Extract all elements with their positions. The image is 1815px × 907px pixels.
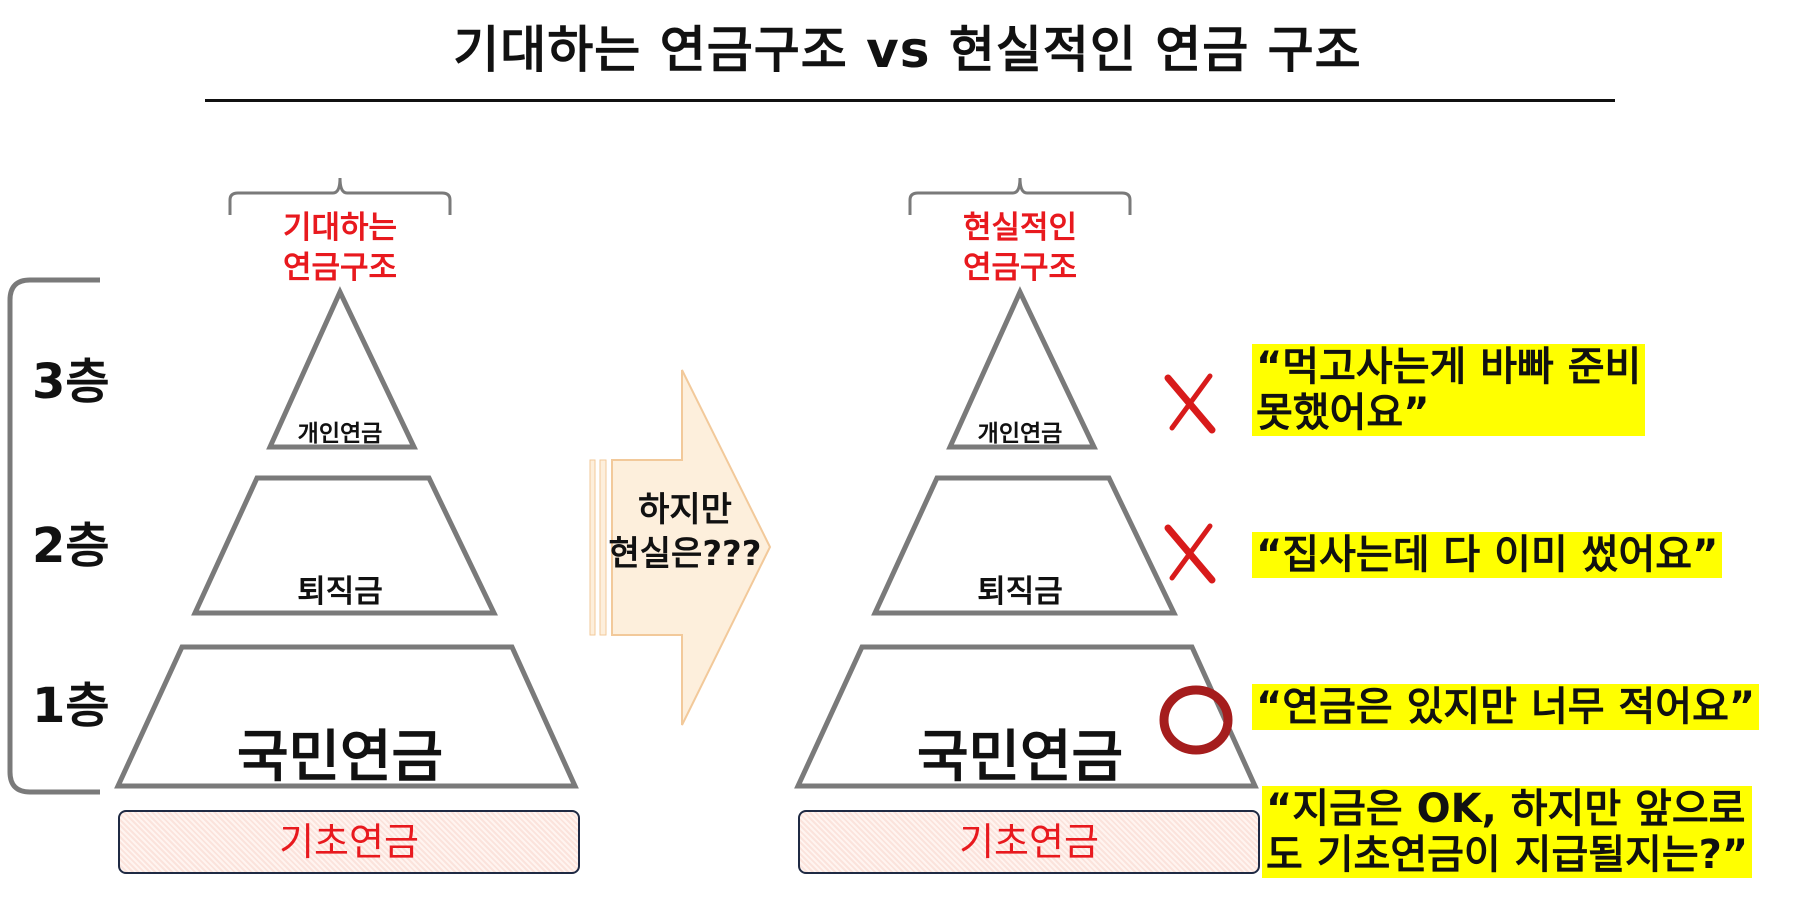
quote-national-pension: “연금은 있지만 너무 적어요” <box>1252 684 1760 730</box>
left-pyramid-middle <box>191 475 498 616</box>
quote-retirement-pay: “집사는데 다 이미 썼어요” <box>1252 532 1723 578</box>
right-caption-brace <box>908 177 1132 215</box>
left-base-box: 기초연금 <box>118 810 580 874</box>
o-mark-icon <box>1159 685 1233 755</box>
transition-arrow <box>589 369 772 726</box>
x-mark-icon <box>1164 373 1216 434</box>
left-pyramid-bottom <box>114 644 579 789</box>
arrow-caption: 하지만 현실은??? <box>590 488 780 576</box>
quote-basic-pension: “지금은 OK, 하지만 앞으로 도 기초연금이 지급될지는?” <box>1262 786 1753 878</box>
right-pyramid-middle <box>871 475 1178 616</box>
left-bottom-label: 국민연금 <box>236 725 444 790</box>
quote-personal-pension: “먹고사는게 바빠 준비 못했어요” <box>1252 344 1646 436</box>
right-pyramid-top <box>946 286 1098 450</box>
layer-2-label: 2층 <box>32 518 110 574</box>
left-top-label: 개인연금 <box>297 421 383 447</box>
left-caption: 기대하는 연금구조 <box>210 208 470 288</box>
right-base-box: 기초연금 <box>798 810 1260 874</box>
left-middle-label: 퇴직금 <box>297 574 383 610</box>
right-caption: 현실적인 연금구조 <box>890 208 1150 288</box>
right-top-label: 개인연금 <box>977 421 1063 447</box>
right-pyramid-bottom <box>794 644 1259 789</box>
layer-bracket <box>7 277 100 795</box>
left-pyramid-top <box>266 286 418 450</box>
layer-1-label: 1층 <box>32 678 110 734</box>
arrow-caption-line2: 현실은??? <box>608 534 762 574</box>
left-caption-line2: 연금구조 <box>282 250 398 286</box>
arrow-caption-line1: 하지만 <box>638 490 732 530</box>
right-bottom-label: 국민연금 <box>916 725 1124 790</box>
title-underline <box>205 99 1615 102</box>
layer-3-label: 3층 <box>32 354 110 410</box>
right-middle-label: 퇴직금 <box>977 574 1063 610</box>
right-caption-line2: 연금구조 <box>962 250 1078 286</box>
left-caption-line1: 기대하는 <box>282 210 398 246</box>
left-caption-brace <box>228 177 452 215</box>
page-title: 기대하는 연금구조 vs 현실적인 연금 구조 <box>453 21 1362 79</box>
x-mark-icon <box>1164 523 1216 584</box>
right-caption-line1: 현실적인 <box>962 210 1078 246</box>
